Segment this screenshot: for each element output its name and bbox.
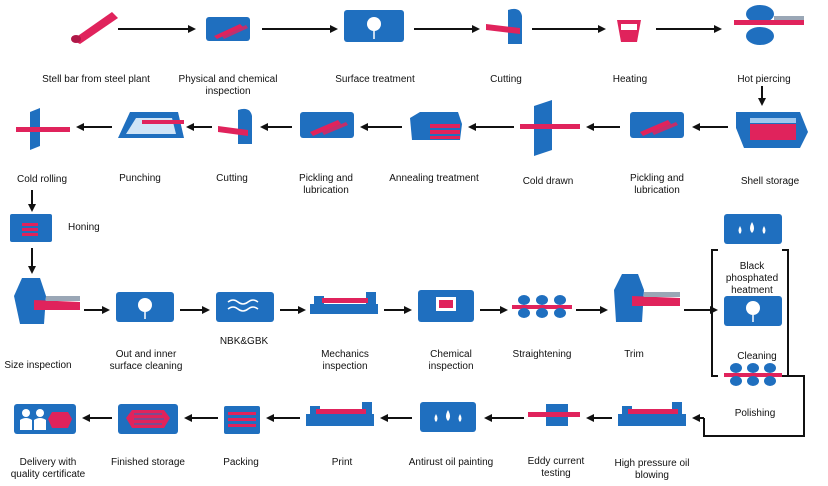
cold-drawing-die-icon	[520, 100, 580, 156]
step-label-shell-storage: Shell storage	[740, 176, 800, 187]
delivery-icon	[14, 404, 76, 434]
shell-storage-icon	[736, 112, 808, 148]
step-label-cold-rolling: Cold rolling	[16, 174, 68, 185]
step-label-straightening: Straightening	[512, 349, 572, 360]
step-label-antirust-oil: Antirust oil painting	[408, 457, 494, 468]
step-label-black-phosphated: Black phosphated heatment	[725, 261, 779, 296]
step-label-honing: Honing	[68, 222, 100, 233]
step-label-packing: Packing	[223, 457, 259, 468]
mechanics-testing-machine-icon	[310, 292, 378, 314]
step-label-chemical-inspection: Chemical inspection	[428, 349, 474, 372]
step-label-mechanics-inspection: Mechanics inspection	[321, 349, 369, 372]
chemical-analyzer-icon	[418, 290, 474, 322]
surface-treatment-tank-icon	[344, 10, 404, 42]
step-label-punching: Punching	[119, 173, 161, 184]
polishing-machine-icon	[724, 363, 782, 386]
size-inspection-machine-icon	[14, 278, 80, 324]
punching-machine-icon	[118, 112, 184, 138]
packing-bundle-icon	[224, 406, 260, 434]
pickling-tank-icon	[300, 112, 354, 138]
cleaning-tank-icon	[724, 296, 782, 326]
step-label-cold-drawn: Cold drawn	[522, 176, 574, 187]
cutting-machine-icon	[486, 8, 522, 44]
steel-bar-icon	[71, 12, 118, 44]
phosphating-tank-icon	[724, 214, 782, 244]
step-label-nbk-gbk: NBK&GBK	[219, 336, 269, 347]
trim-machine-icon	[614, 274, 680, 322]
step-label-delivery: Delivery with quality certificate	[10, 457, 86, 480]
heating-furnace-icon	[617, 20, 641, 42]
finished-storage-icon	[118, 404, 178, 434]
oil-blowing-machine-icon	[618, 402, 686, 426]
step-label-print: Print	[331, 457, 353, 468]
eddy-current-tester-icon	[528, 404, 580, 426]
step-label-cutting-2: Cutting	[216, 173, 248, 184]
honing-machine-icon	[10, 214, 52, 242]
step-label-pickling-lubrication-2: Pickling and lubrication	[299, 173, 353, 196]
cold-rolling-mill-icon	[16, 108, 70, 150]
printing-machine-icon	[306, 402, 374, 426]
step-label-annealing-treatment: Annealing treatment	[389, 173, 479, 184]
step-label-oil-blowing: High pressure oil blowing	[614, 458, 690, 481]
step-label-finished-storage: Finished storage	[111, 457, 185, 468]
inspection-machine-icon	[206, 17, 250, 41]
step-label-cutting: Cutting	[490, 74, 522, 85]
step-label-heating: Heating	[612, 74, 648, 85]
step-label-surface-treatment: Surface treatment	[335, 74, 415, 85]
straightening-machine-icon	[512, 295, 572, 318]
process-bracket	[703, 249, 805, 437]
antirust-oil-tank-icon	[420, 402, 476, 432]
hot-piercing-mill-icon	[734, 5, 804, 45]
step-label-eddy-current: Eddy current testing	[527, 456, 585, 479]
step-label-steel-bar: Stell bar from steel plant	[42, 74, 150, 85]
pickling-tank-icon	[630, 112, 684, 138]
step-label-hot-piercing: Hot piercing	[737, 74, 791, 85]
step-label-physical-chemical-inspection: Physical and chemical inspection	[178, 74, 278, 97]
step-label-polishing: Polishing	[734, 408, 776, 419]
step-label-cleaning: Cleaning	[737, 351, 777, 362]
annealing-furnace-icon	[410, 112, 462, 140]
cleaning-tank-icon	[116, 292, 174, 322]
step-label-size-inspection: Size inspection	[4, 360, 72, 371]
step-label-surface-cleaning: Out and inner surface cleaning	[109, 349, 183, 372]
cutting-machine-icon	[218, 108, 252, 144]
nbk-gbk-furnace-icon	[216, 292, 274, 322]
step-label-trim: Trim	[624, 349, 644, 360]
step-label-pickling-lubrication: Pickling and lubrication	[630, 173, 684, 196]
